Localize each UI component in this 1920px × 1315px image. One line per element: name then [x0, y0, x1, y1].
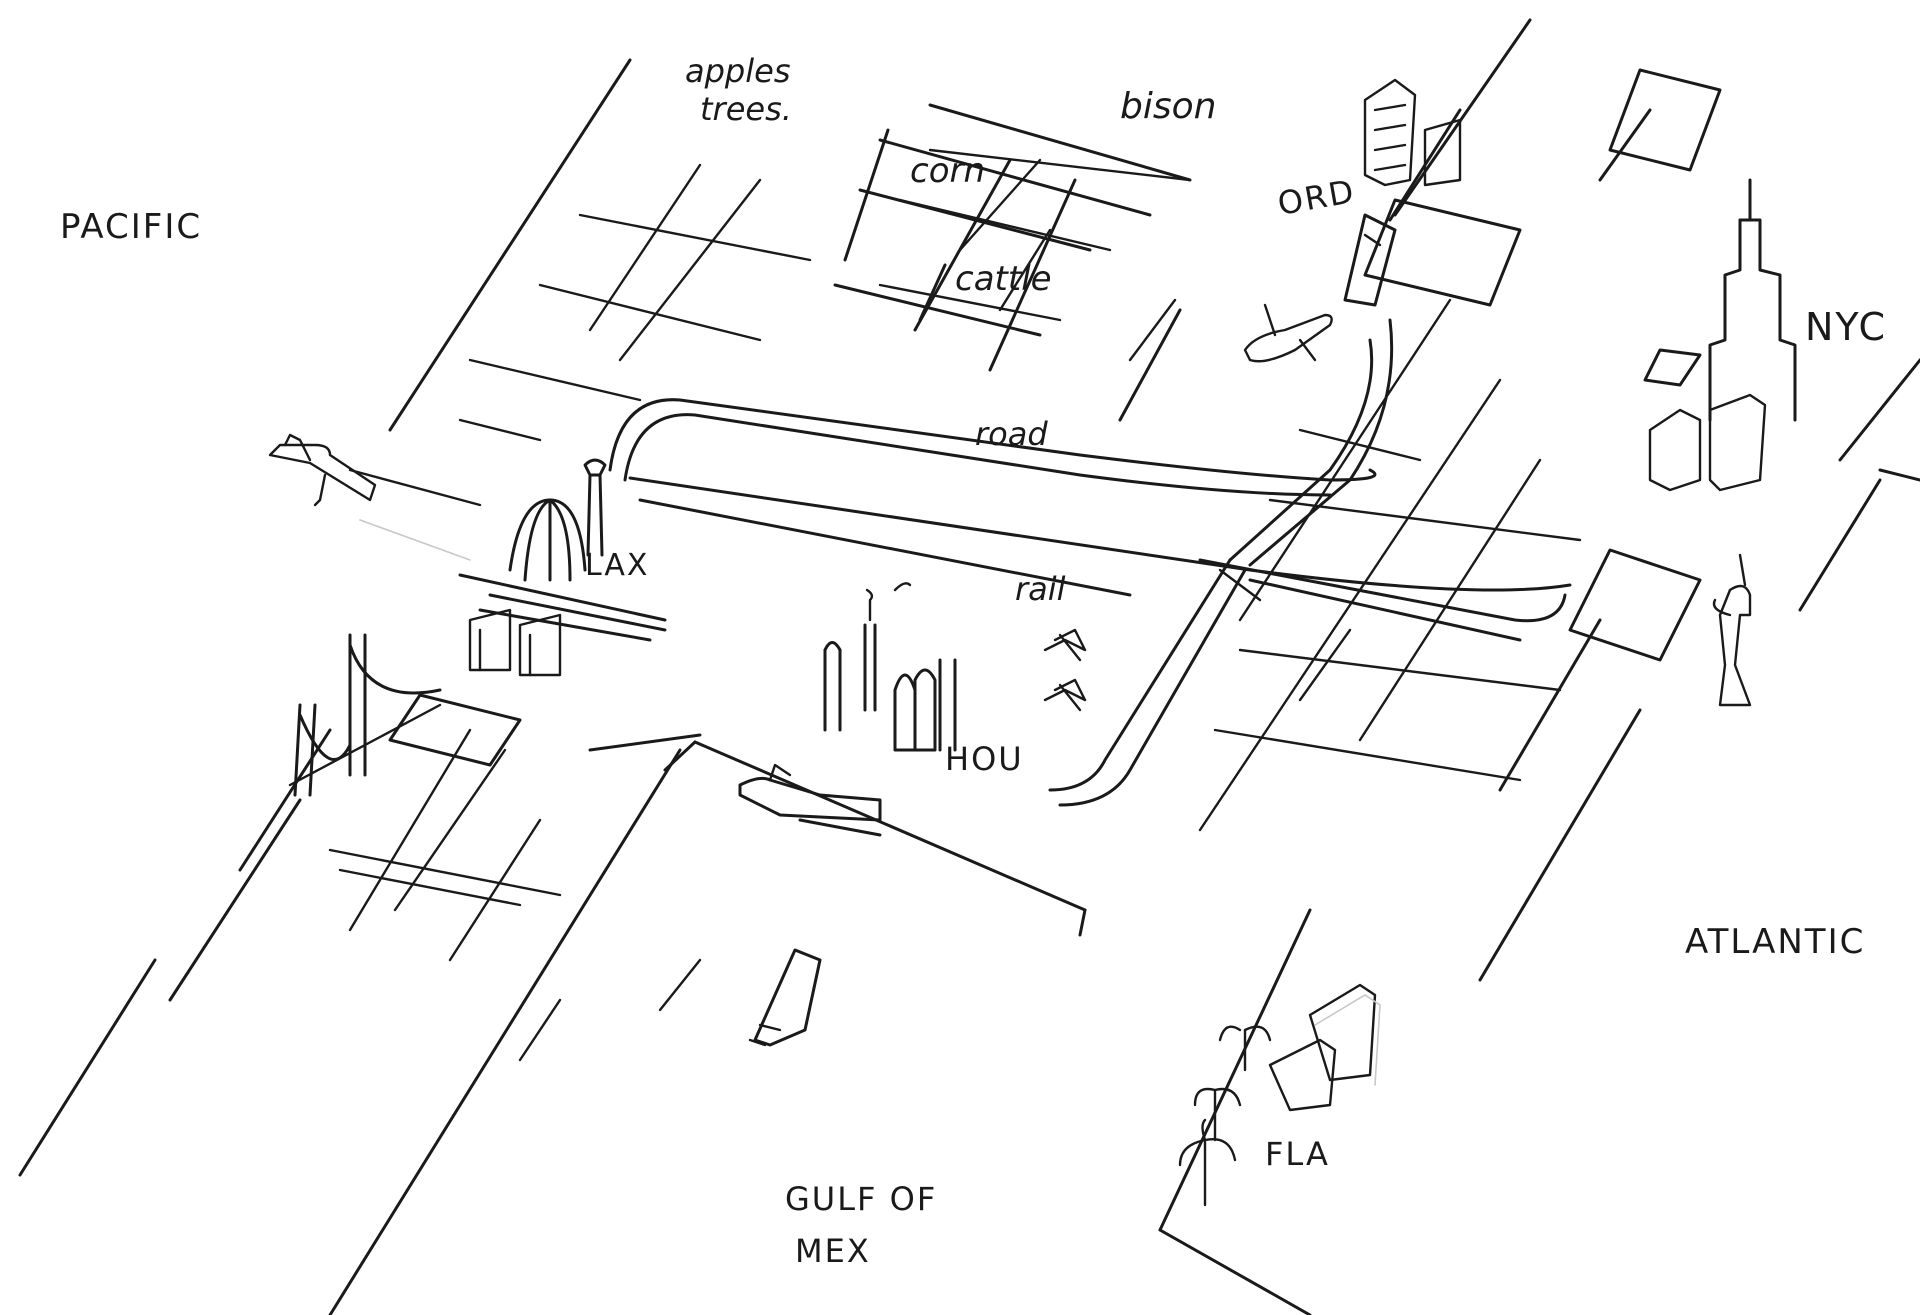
continent-outline — [18, 18, 1920, 1315]
airplane-icon — [1243, 303, 1333, 363]
label-pacific: PACIFIC — [60, 207, 202, 247]
road — [608, 318, 1394, 807]
ship-icon — [748, 948, 822, 1047]
water-block — [388, 693, 522, 767]
palm-tree-icon — [1178, 1025, 1272, 1207]
label-road: road — [975, 415, 1048, 453]
farm-block — [833, 138, 1182, 422]
refinery-icon — [823, 582, 957, 752]
label-lax: LAX — [585, 548, 649, 583]
label-ord: ORD — [1275, 172, 1358, 223]
map-labels: PACIFIC ATLANTIC GULF OF MEX apples tree… — [60, 52, 1887, 1270]
label-apples-line2: trees. — [700, 90, 792, 128]
label-fla: FLA — [1265, 1135, 1330, 1173]
railway — [628, 476, 1572, 642]
label-gulf-line2: MEX — [795, 1232, 871, 1270]
label-apples-line1: apples — [685, 52, 790, 90]
label-corn: corn — [910, 151, 985, 191]
skyscraper-icon — [1648, 393, 1767, 492]
label-hou: HOU — [945, 740, 1024, 778]
airplane-icon — [268, 433, 377, 507]
houston-area — [738, 582, 1087, 1047]
farmland-grid — [328, 148, 1582, 1062]
label-atlantic: ATLANTIC — [1685, 922, 1865, 962]
label-nyc: NYC — [1805, 305, 1887, 349]
control-tower-icon — [583, 458, 607, 557]
label-cattle: cattle — [955, 259, 1052, 299]
palm-tree-icon — [508, 498, 587, 582]
empire-state-icon — [1708, 178, 1797, 422]
statue-of-liberty-icon — [1712, 553, 1752, 707]
label-gulf-line1: GULF OF — [785, 1180, 937, 1218]
label-bison: bison — [1120, 86, 1216, 127]
building-icon — [468, 608, 562, 677]
oil-pump-icon — [1043, 628, 1087, 712]
bridge-icon — [288, 633, 442, 797]
skyscraper-icon — [1268, 983, 1381, 1112]
nyc-area — [1568, 178, 1920, 707]
lax-area — [268, 433, 667, 797]
ord-area — [1243, 68, 1722, 363]
florida-area — [1178, 983, 1381, 1207]
barge-icon — [738, 763, 882, 837]
label-rail: rail — [1015, 570, 1066, 608]
skyscraper-icon — [1363, 78, 1462, 187]
